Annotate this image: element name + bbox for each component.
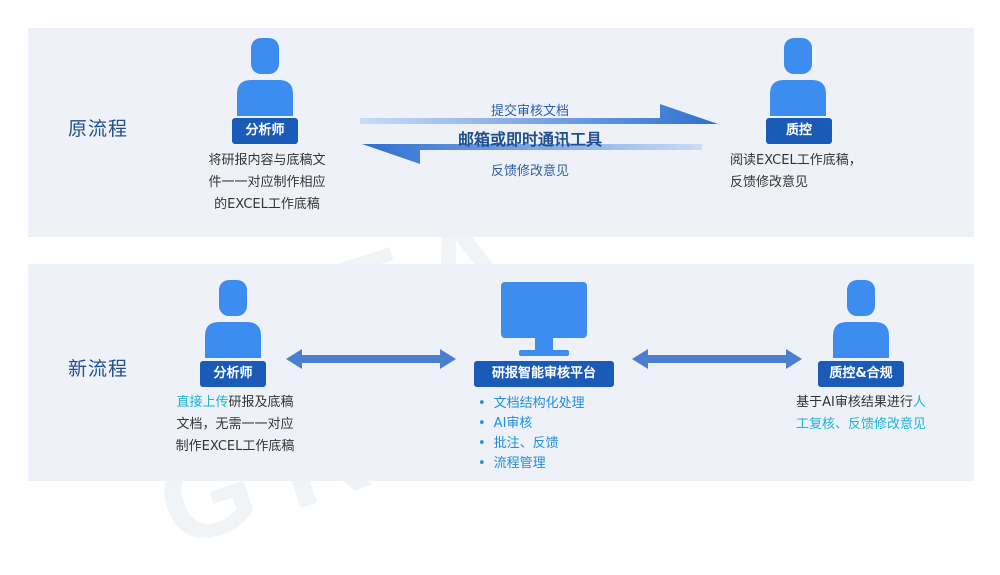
new-analyst-tag: 分析师 — [200, 361, 266, 387]
feature-item: 文档结构化处理 — [478, 394, 585, 414]
feature-item: 批注、反馈 — [478, 434, 585, 454]
analyst-platform-arrow — [286, 349, 456, 369]
channel-label: 邮箱或即时通讯工具 — [457, 130, 602, 149]
submit-label: 提交审核文档 — [490, 104, 569, 119]
old-analyst-tag: 分析师 — [232, 118, 298, 144]
platform-qc-arrow — [632, 349, 802, 369]
old-qc-desc: 阅读EXCEL工作底稿， 反馈修改意见 — [730, 153, 862, 190]
new-analyst-person-icon — [203, 280, 263, 358]
feedback-label: 反馈修改意见 — [490, 164, 569, 179]
old-qc-tag: 质控 — [766, 118, 832, 144]
submit-arrow — [360, 104, 718, 124]
analyst-person-icon — [235, 38, 295, 116]
platform-feature-list: 文档结构化处理 AI审核 批注、反馈 流程管理 — [478, 394, 585, 474]
new-flow-label: 新流程 — [68, 358, 129, 380]
monitor-icon — [501, 282, 587, 356]
qc-person-icon — [768, 38, 828, 116]
feedback-arrow — [362, 144, 702, 164]
old-flow-label: 原流程 — [68, 118, 129, 140]
platform-tag: 研报智能审核平台 — [474, 361, 614, 387]
new-qc-person-icon — [831, 280, 891, 358]
new-qc-desc: 基于AI审核结果进行人 工复核、反馈修改意见 — [795, 395, 926, 432]
new-qc-tag: 质控&合规 — [818, 361, 904, 387]
feature-item: AI审核 — [478, 414, 585, 434]
old-analyst-desc: 将研报内容与底稿文 件一一对应制作相应 的EXCEL工作底稿 — [208, 153, 326, 212]
feature-item: 流程管理 — [478, 454, 585, 474]
new-analyst-desc: 直接上传研报及底稿 文档，无需一一对应 制作EXCEL工作底稿 — [175, 395, 295, 454]
